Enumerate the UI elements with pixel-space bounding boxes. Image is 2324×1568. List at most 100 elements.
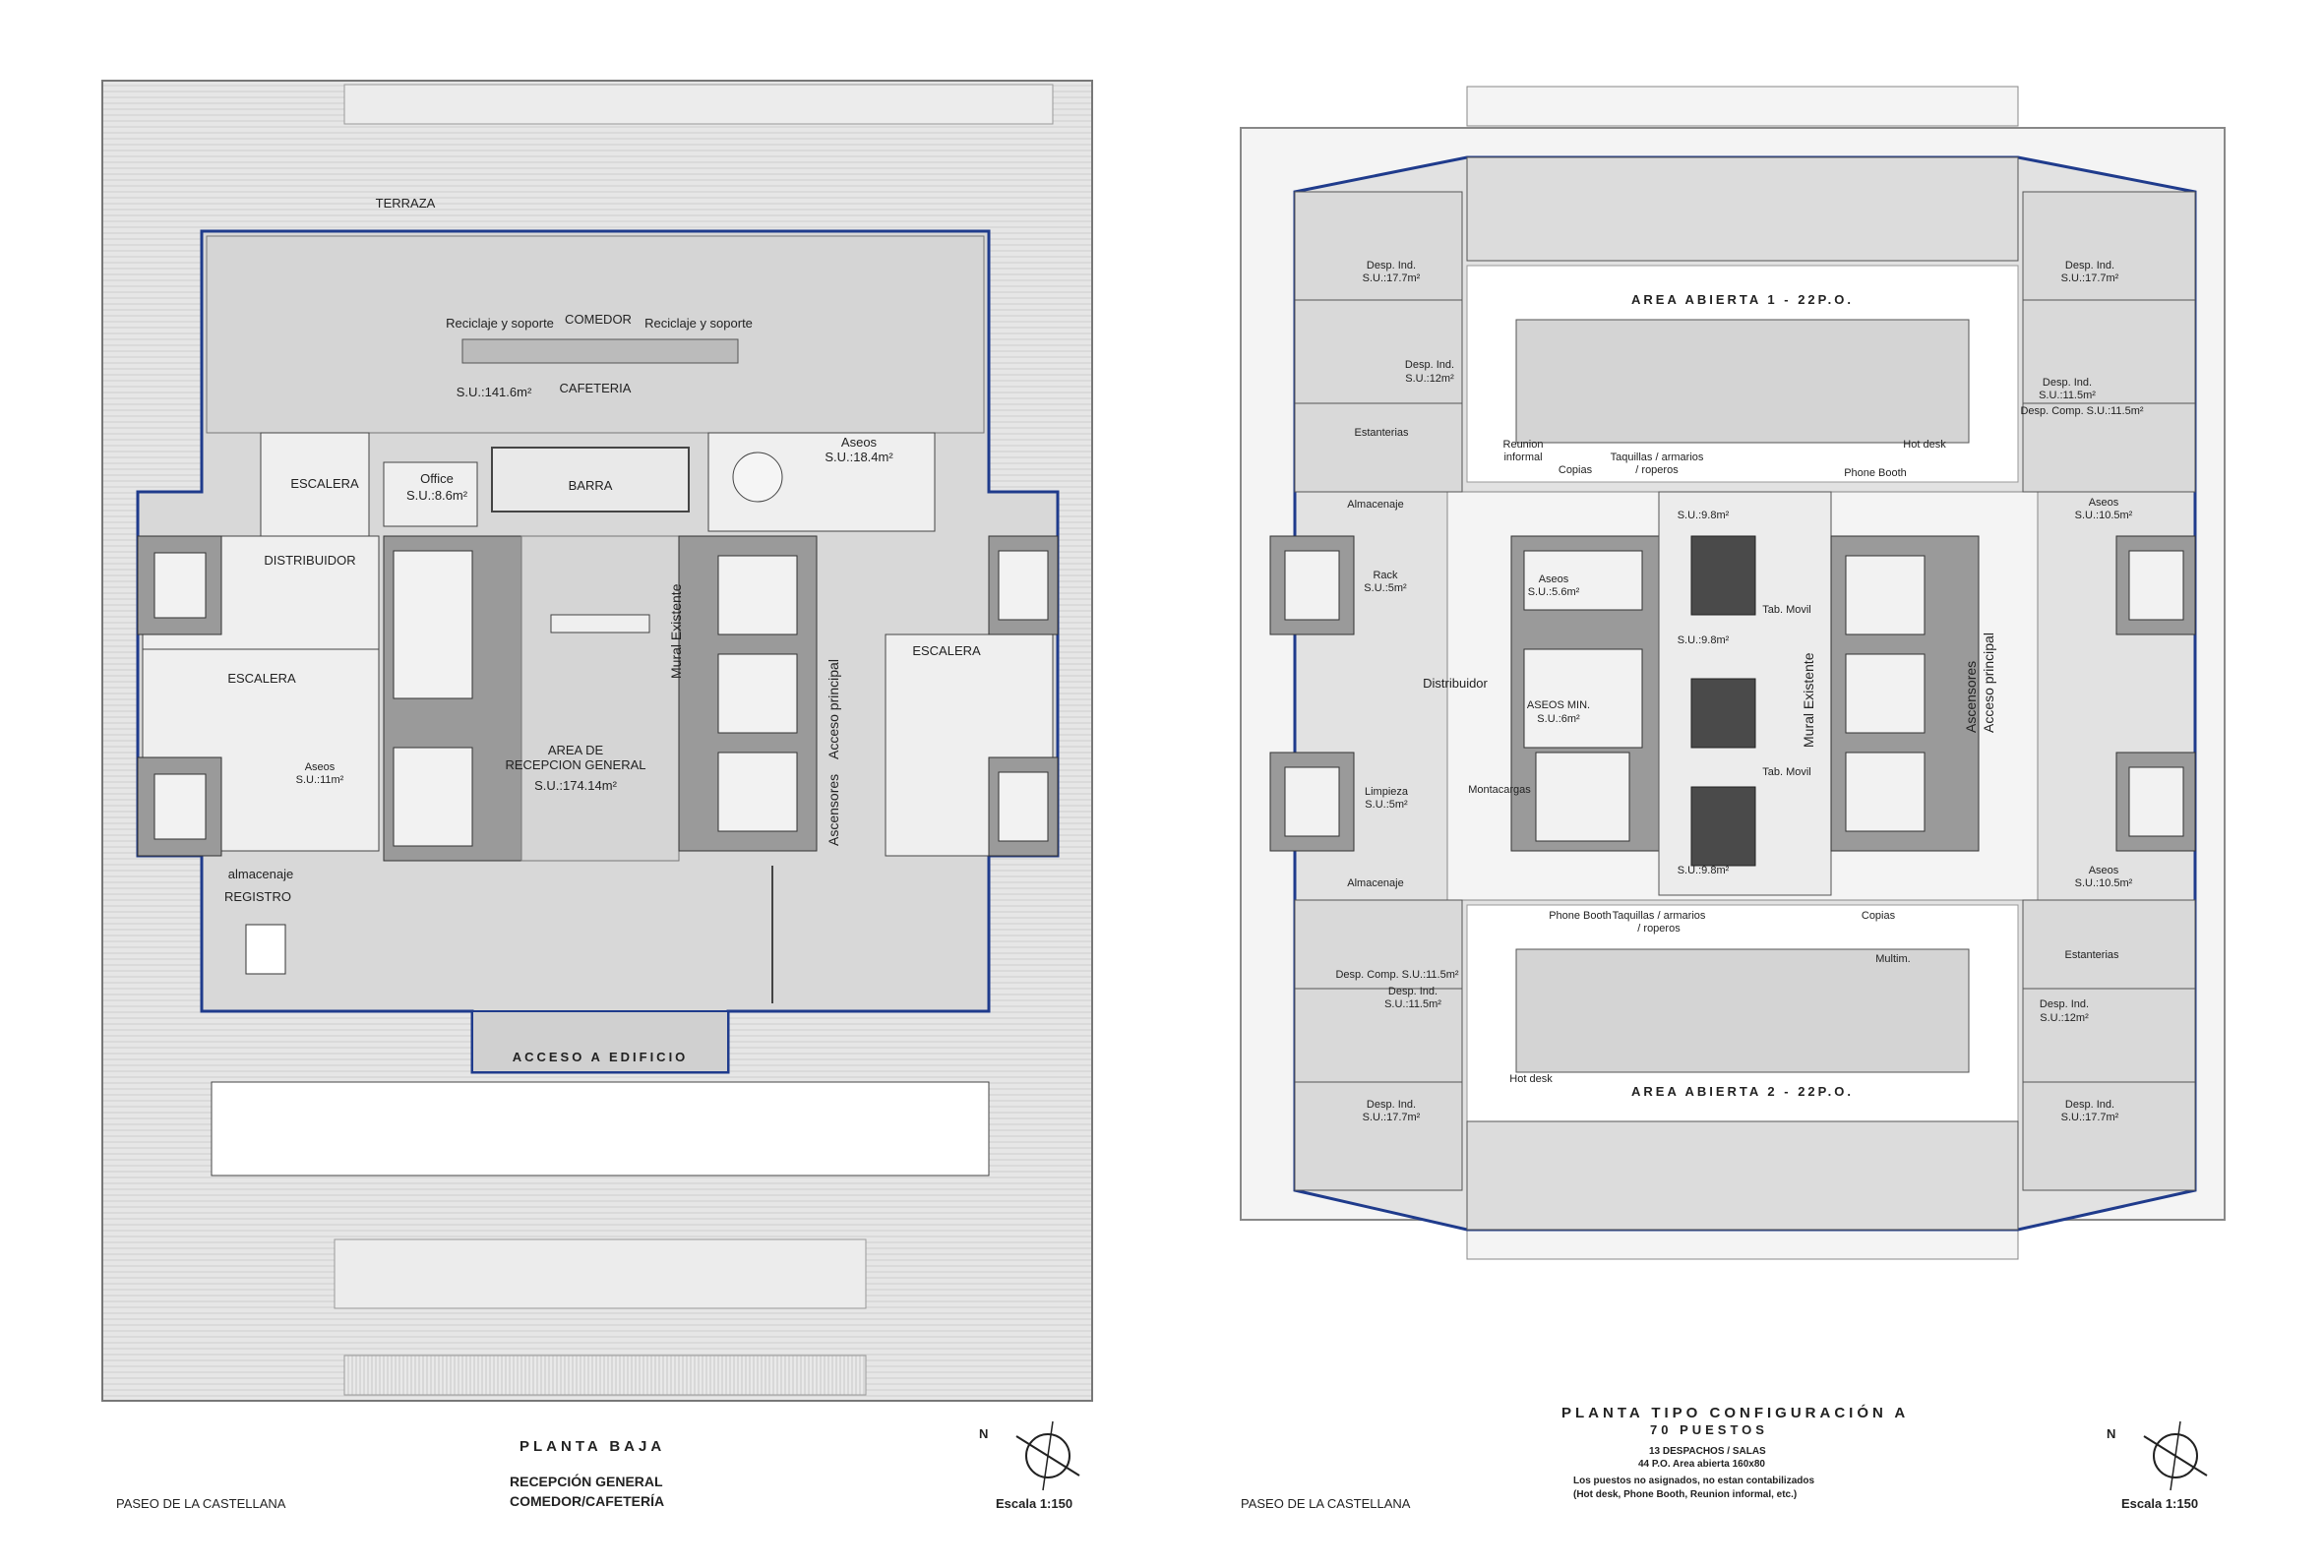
label-distribuidor: Distribuidor [1423, 676, 1488, 691]
floor-plan-planta-baja: TERRAZA COMEDOR Reciclaje y soporte Reci… [101, 80, 1093, 1511]
note-1: 13 DESPACHOS / SALAS [1649, 1446, 1766, 1457]
label-desp-comp-2: Desp. Comp. S.U.:11.5m² [1335, 969, 1459, 981]
label-aseos-area: S.U.:18.4m² [825, 450, 893, 464]
label-almacenaje-2: Almacenaje [1347, 877, 1404, 889]
north-letter: N [2107, 1426, 2116, 1441]
label-distribuidor: DISTRIBUIDOR [264, 553, 356, 568]
label-recepcion-line1: AREA DE [547, 743, 604, 757]
label-cafeteria: CAFETERIA [559, 381, 632, 395]
label-desp-ind-7: Desp. Ind. [1366, 1099, 1417, 1111]
label-office: Office [420, 471, 454, 486]
label-estanterias-1: Estanterias [1354, 427, 1409, 439]
label-su-177-1: S.U.:17.7m² [1362, 272, 1421, 284]
sheet-subtitle: 70 PUESTOS [1650, 1422, 1768, 1437]
label-escalera-3: ESCALERA [912, 643, 981, 658]
label-estanterias-2: Estanterias [2064, 949, 2119, 961]
label-informal: informal [1503, 452, 1543, 463]
label-hot-desk-1: Hot desk [1903, 439, 1946, 451]
label-comedor: COMEDOR [565, 312, 632, 327]
label-aseos-min: ASEOS MIN. [1526, 699, 1591, 711]
label-desp-ind-2: Desp. Ind. [2064, 260, 2115, 271]
label-aseos-r1: Aseos [2088, 497, 2119, 509]
street-name: PASEO DE LA CASTELLANA [116, 1496, 286, 1511]
sheet-title: PLANTA TIPO CONFIGURACIÓN A [1561, 1405, 1910, 1421]
label-reciclaje-left: Reciclaje y soporte [446, 316, 554, 331]
label-recepcion-area: S.U.:174.14m² [534, 778, 617, 793]
label-multim: Multim. [1875, 953, 1911, 965]
note-2: 44 P.O. Area abierta 160x80 [1638, 1459, 1765, 1470]
label-aseos-r2: Aseos [2088, 865, 2119, 876]
label-acceso-edificio: ACCESO A EDIFICIO [512, 1050, 689, 1064]
label-su-12-2: S.U.:12m² [2040, 1012, 2089, 1024]
label-area-abierta-2: AREA ABIERTA 2 - 22P.O. [1631, 1084, 1854, 1099]
label-su-98-2: S.U.:9.8m² [1677, 634, 1730, 646]
label-su-98-1: S.U.:9.8m² [1677, 510, 1730, 521]
sheet-title: PLANTA BAJA [520, 1438, 666, 1455]
label-limpieza: Limpieza [1364, 786, 1409, 798]
label-ascensores: Ascensores [826, 773, 841, 846]
label-office-area: S.U.:8.6m² [405, 488, 468, 503]
north-letter: N [979, 1426, 989, 1441]
north-arrow-icon [1015, 1420, 1080, 1491]
label-copias-2: Copias [1861, 910, 1896, 922]
label-su-115-2: S.U.:11.5m² [1384, 998, 1441, 1010]
label-almacenaje-1: Almacenaje [1347, 499, 1404, 511]
label-escalera-2: ESCALERA [227, 671, 296, 686]
label-su-105-2: S.U.:10.5m² [2074, 877, 2133, 889]
label-tab-movil-2: Tab. Movil [1762, 766, 1811, 778]
label-desp-ind-4: Desp. Ind. [2042, 377, 2093, 389]
label-su-5-1: S.U.:5m² [1364, 582, 1407, 594]
floor-plan-planta-tipo: AREA ABIERTA 1 - 22P.O. AREA ABIERTA 2 -… [1162, 0, 2324, 1568]
label-su-5-2: S.U.:5m² [1365, 799, 1408, 811]
label-tab-movil-1: Tab. Movil [1762, 604, 1811, 616]
label-mural: Mural Existente [668, 583, 684, 679]
label-desp-ind-1: Desp. Ind. [1366, 260, 1417, 271]
label-su-177-4: S.U.:17.7m² [2060, 1112, 2119, 1123]
label-escalera-1: ESCALERA [290, 476, 359, 491]
label-aseos: Aseos [840, 435, 878, 450]
label-su-177-3: S.U.:17.7m² [1362, 1112, 1421, 1123]
label-acceso-principal: Acceso principal [826, 659, 841, 759]
label-mural: Mural Existente [1801, 652, 1816, 748]
scale-label: Escala 1:150 [2121, 1496, 2199, 1511]
scale-label: Escala 1:150 [996, 1496, 1073, 1511]
label-barra: BARRA [568, 478, 613, 493]
label-roperos-2: / roperos [1637, 923, 1681, 935]
label-taquillas-1: Taquillas / armarios [1610, 452, 1704, 463]
label-reunion: Reunion [1502, 439, 1544, 451]
label-aseos-core: Aseos [1538, 573, 1569, 585]
label-rack: Rack [1373, 570, 1398, 581]
label-roperos-1: / roperos [1635, 464, 1679, 476]
label-montacargas: Montacargas [1468, 784, 1531, 796]
label-area-abierta-1: AREA ABIERTA 1 - 22P.O. [1631, 292, 1854, 307]
label-phone-booth-1: Phone Booth [1844, 467, 1907, 479]
sheet-subtitle-1: RECEPCIÓN GENERAL [510, 1474, 663, 1489]
label-terraza: TERRAZA [375, 196, 436, 211]
label-aseos-2: Aseos [304, 761, 336, 773]
label-desp-ind-5: Desp. Ind. [1387, 986, 1438, 997]
label-su-6: S.U.:6m² [1537, 713, 1580, 725]
label-desp-comp-1: Desp. Comp. S.U.:11.5m² [2020, 405, 2144, 417]
label-taquillas-2: Taquillas / armarios [1612, 910, 1706, 922]
label-su-105-1: S.U.:10.5m² [2074, 510, 2133, 521]
label-su-177-2: S.U.:17.7m² [2060, 272, 2119, 284]
label-desp-ind-8: Desp. Ind. [2064, 1099, 2115, 1111]
label-recepcion-line2: RECEPCION GENERAL [505, 757, 646, 772]
label-desp-ind-3: Desp. Ind. [1404, 359, 1455, 371]
label-ascensores: Ascensores [1963, 660, 1979, 733]
label-su-12-1: S.U.:12m² [1405, 373, 1454, 385]
label-desp-ind-6: Desp. Ind. [2039, 998, 2090, 1010]
label-su-98-3: S.U.:9.8m² [1677, 865, 1730, 876]
label-registro: REGISTRO [224, 889, 291, 904]
planta-baja-drawing [101, 80, 1093, 1402]
label-copias-1: Copias [1558, 464, 1593, 476]
label-acceso-principal: Acceso principal [1981, 633, 1996, 733]
label-hot-desk-2: Hot desk [1509, 1073, 1553, 1085]
note-3: Los puestos no asignados, no estan conta… [1573, 1476, 1815, 1486]
label-su-56: S.U.:5.6m² [1527, 586, 1580, 598]
label-aseos-2-area: S.U.:11m² [295, 774, 344, 786]
street-name: PASEO DE LA CASTELLANA [1241, 1496, 1411, 1511]
label-almacenaje: almacenaje [227, 867, 294, 881]
label-phone-booth-2: Phone Booth [1549, 910, 1612, 922]
sheet-subtitle-2: COMEDOR/CAFETERÍA [510, 1493, 665, 1509]
